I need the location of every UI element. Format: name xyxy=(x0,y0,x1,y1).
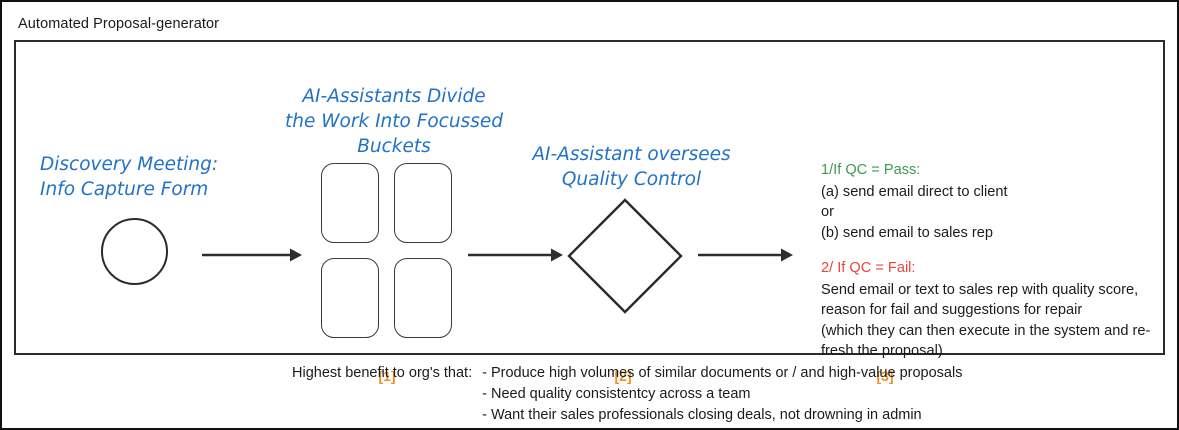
heading-quality-control: AI-Assistant oversees Quality Control xyxy=(532,144,731,190)
footer-benefit-item-1: - Produce high volumes of similar docume… xyxy=(482,365,963,381)
diagram-canvas: Discovery Meeting: Info Capture Form AI-… xyxy=(14,40,1165,384)
step-label-2: [2] xyxy=(614,368,632,384)
qc-pass-line-a: (a) send email direct to client xyxy=(821,183,1008,200)
qc-fail-line-3: (which they can then execute in the syst… xyxy=(821,322,1151,339)
work-bucket-3 xyxy=(321,258,379,338)
work-bucket-2 xyxy=(394,163,452,243)
step-label-1: [1] xyxy=(378,368,396,384)
footer-label: Highest benefit to org's that: xyxy=(292,365,473,381)
work-bucket-4 xyxy=(394,258,452,338)
qc-pass-line-or: or xyxy=(821,204,834,220)
qc-pass-line-b: (b) send email to sales rep xyxy=(821,224,993,241)
qc-pass-heading: 1/If QC = Pass: xyxy=(821,162,921,178)
qc-fail-line-2: reason for fail and suggestions for repa… xyxy=(821,302,1083,318)
arrow-buckets-to-diamond xyxy=(468,245,563,265)
work-bucket-1 xyxy=(321,163,379,243)
heading-discovery-meeting: Discovery Meeting: Info Capture Form xyxy=(40,154,219,200)
arrow-diamond-to-results xyxy=(698,245,793,265)
step-label-3: [3] xyxy=(876,368,894,384)
footer-benefit-item-2: - Need quality consistentcy across a tea… xyxy=(482,386,751,402)
heading-ai-assistants-buckets: AI-Assistants Divide the Work Into Focus… xyxy=(285,86,503,157)
footer-benefit-item-3: - Want their sales professionals closing… xyxy=(482,407,922,423)
footer-note: Highest benefit to org's that: - Produce… xyxy=(292,363,1072,426)
footer-benefit-list: - Produce high volumes of similar docume… xyxy=(482,363,962,426)
arrow-circle-to-buckets xyxy=(202,245,302,265)
results-panel: 1/If QC = Pass: (a) send email direct to… xyxy=(821,160,1171,362)
qc-fail-heading: 2/ If QC = Fail: xyxy=(821,260,916,276)
qc-fail-line-1: Send email or text to sales rep with qua… xyxy=(821,281,1139,298)
quality-control-diamond xyxy=(566,197,684,315)
qc-fail-line-4: fresh the proposal) xyxy=(821,343,943,359)
page-title: Automated Proposal-generator xyxy=(18,16,220,32)
discovery-meeting-circle xyxy=(101,218,168,285)
